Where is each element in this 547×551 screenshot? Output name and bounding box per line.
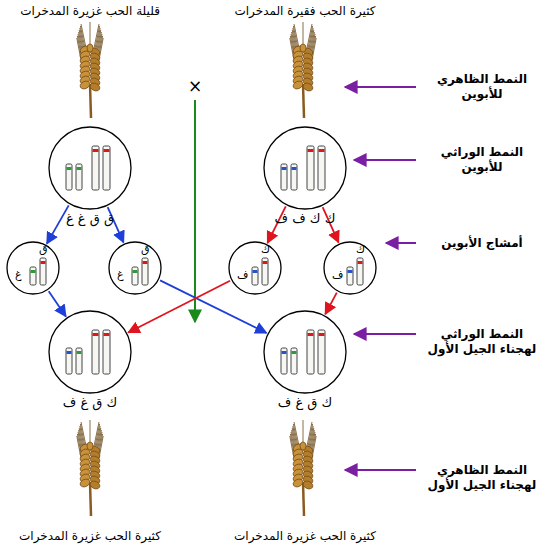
gene-band (319, 333, 325, 336)
genotype-text: ك ق غ ف (63, 395, 117, 411)
circle-outline (108, 241, 162, 295)
chromosome (318, 146, 325, 190)
stage-label: النمط الظاهري للأبوين (423, 72, 541, 102)
chromosome (281, 348, 287, 374)
gene-band (348, 270, 353, 273)
gene-band (292, 167, 297, 170)
cell-circle: ك ق غ ف (48, 310, 132, 394)
wheat-ear (290, 420, 316, 516)
allele-letter: ك (261, 243, 270, 256)
phenotype-label: كثيرة الحب غزيرة المدخرات (234, 529, 376, 544)
chromosome (103, 330, 110, 374)
gamete-arrow (325, 293, 336, 314)
gene-band (358, 261, 363, 264)
allele-letter: غ (117, 268, 124, 281)
chromosome (92, 330, 99, 374)
allele-letter: ف (237, 268, 248, 281)
chromosome (318, 330, 325, 374)
allele-letter: ق (39, 243, 48, 256)
gene-band (41, 261, 46, 264)
gamete-circle: كف (228, 241, 282, 295)
gene-band (93, 333, 99, 336)
gene-band (77, 351, 82, 354)
gene-band (143, 261, 148, 264)
cross-arrow (194, 100, 196, 322)
genotype-text: ك ق غ ف (278, 395, 332, 411)
chromosome (103, 146, 110, 190)
gene-band (77, 167, 82, 170)
gamete-circle: قغ (108, 241, 162, 295)
gene-band (319, 149, 325, 152)
gene-band (104, 149, 110, 152)
gamete-circle: قغ (6, 241, 60, 295)
gene-band (133, 270, 138, 273)
chromosome (347, 267, 353, 285)
circle-outline (48, 310, 132, 394)
chromosome (132, 267, 138, 285)
stage-label: النمط الوراثي لهجناء الجيل الأول (423, 327, 541, 357)
chromosome (92, 146, 99, 190)
gene-band (292, 351, 297, 354)
circle-outline (228, 241, 282, 295)
genotype-text: ق ق غ غ (66, 211, 114, 227)
gene-band (67, 167, 72, 170)
circle-outline (263, 310, 347, 394)
gamete-arrow (47, 205, 69, 243)
gene-band (282, 167, 287, 170)
gamete-circle: كف (323, 241, 377, 295)
gene-band (67, 351, 72, 354)
stage-label: أمشاج الأبوين (423, 236, 541, 251)
allele-letter: ف (332, 268, 343, 281)
cell-circle: ق ق غ غ (48, 126, 132, 210)
gamete-arrow (49, 291, 66, 316)
chromosome (262, 258, 268, 285)
gene-band (93, 149, 99, 152)
cell-circle: ك ك ف ف (263, 126, 347, 210)
chromosome (252, 267, 258, 285)
allele-letter: ق (141, 243, 150, 256)
gene-band (282, 351, 287, 354)
chromosome (142, 258, 148, 285)
chromosome (307, 330, 314, 374)
circle-outline (323, 241, 377, 295)
chromosome (291, 164, 297, 190)
wheat-ear (77, 22, 103, 118)
phenotype-label: كثيرة الحب غزيرة المدخرات (19, 529, 161, 544)
chromosome (66, 164, 72, 190)
gene-band (104, 333, 110, 336)
circle-outline (48, 126, 132, 210)
gene-band (263, 261, 268, 264)
cross-symbol: × (188, 76, 202, 97)
chromosome (76, 164, 82, 190)
gene-band (31, 270, 36, 273)
gene-band (308, 149, 314, 152)
circle-outline (263, 126, 347, 210)
allele-letter: ك (356, 243, 365, 256)
stage-label: النمط الوراثي للأبوين (423, 145, 541, 175)
cell-circle: ك ق غ ف (263, 310, 347, 394)
chromosome (66, 348, 72, 374)
chromosome (281, 164, 287, 190)
phenotype-label: قليلة الحب غزيرة المدخرات (20, 4, 160, 19)
wheat-ears (77, 22, 316, 516)
allele-letter: غ (15, 268, 22, 281)
circle-outline (6, 241, 60, 295)
chromosome (30, 267, 36, 285)
chromosome (76, 348, 82, 374)
gene-band (253, 270, 258, 273)
stage-label: النمط الظاهري لهجناء الجيل الأول (423, 463, 541, 493)
phenotype-label: كثيرة الحب فقيرة المدخرات (234, 4, 375, 19)
chromosome (357, 258, 363, 285)
chromosome (307, 146, 314, 190)
chromosome (40, 258, 46, 285)
gene-band (308, 333, 314, 336)
chromosome (291, 348, 297, 374)
wheat-ear (77, 420, 103, 516)
genotype-text: ك ك ف ف (275, 211, 336, 227)
wheat-ear (290, 22, 316, 118)
